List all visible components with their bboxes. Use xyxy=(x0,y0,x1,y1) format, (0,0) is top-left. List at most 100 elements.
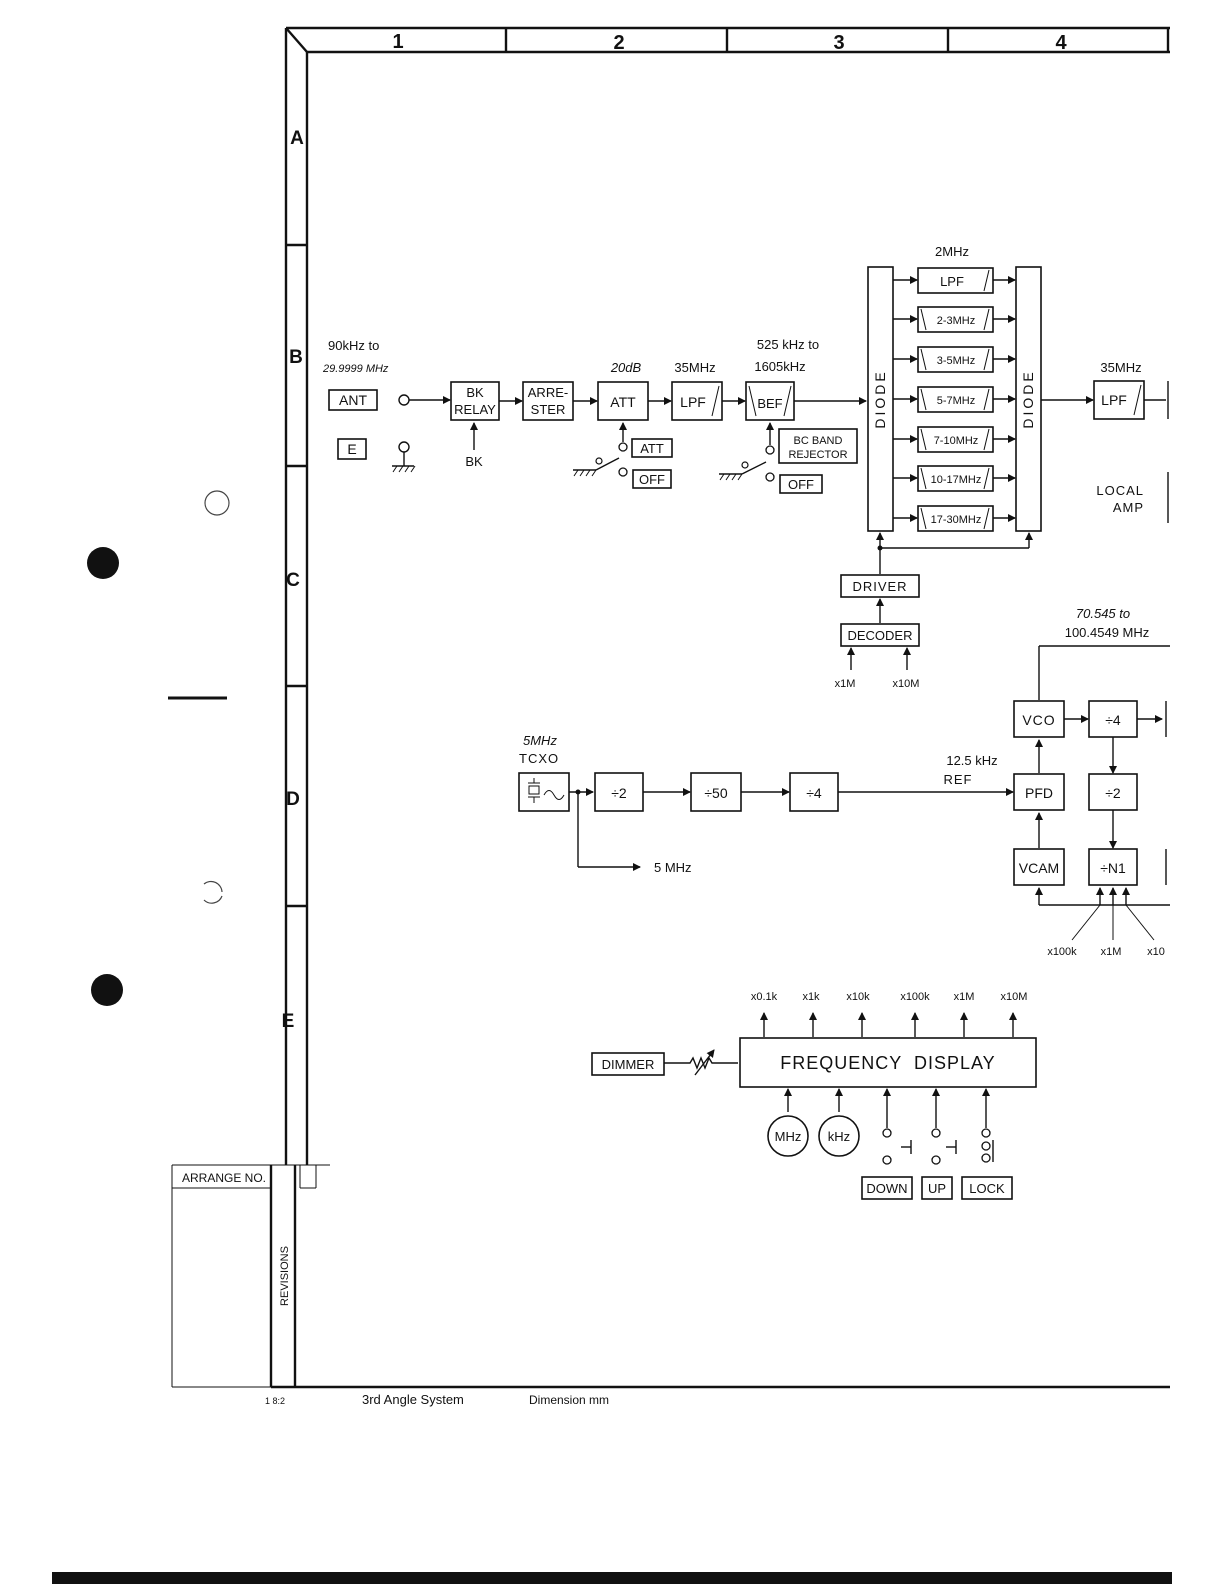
pfd-div2-label: ÷2 xyxy=(1105,785,1121,801)
decoder-label: DECODER xyxy=(847,628,912,643)
pfd-label: PFD xyxy=(1025,785,1053,801)
lock-switch-contact-top xyxy=(981,1128,991,1138)
row-label-a: A xyxy=(290,128,304,149)
lpf1-label: LPF xyxy=(680,394,706,410)
up-switch-contact-bottom xyxy=(931,1155,941,1165)
bottom-scan-edge xyxy=(52,1572,1172,1584)
div4-label: ÷4 xyxy=(806,785,822,801)
diode-right-label: DIODE xyxy=(1020,369,1036,428)
filter-3-5mhz: 3-5MHz xyxy=(893,346,1016,373)
column-label-2: 2 xyxy=(613,32,624,54)
bef-switch-off-box xyxy=(779,474,823,494)
bk-input-label: BK xyxy=(465,454,483,469)
lpf1-block xyxy=(671,381,723,421)
mhz-knob-label: MHz xyxy=(775,1129,802,1144)
decoder-input-2: x10M xyxy=(893,678,920,690)
bef-switch-on-contact xyxy=(765,445,775,455)
driver-block xyxy=(840,574,920,598)
tcxo-freq-label: 5MHz xyxy=(523,733,557,748)
e-block xyxy=(337,438,367,460)
bk-relay-label-1: BK xyxy=(466,385,484,400)
rf-input-freq-1: 90kHz to xyxy=(328,338,379,353)
filter-10-17mhz-label: 10-17MHz xyxy=(931,474,982,486)
div2-label: ÷2 xyxy=(611,785,627,801)
display-output-x1m: x1M xyxy=(954,991,975,1003)
punch-hole-filled xyxy=(87,547,119,579)
pfd-div2-block xyxy=(1088,773,1138,811)
vcam-label: VCAM xyxy=(1019,860,1059,876)
down-label: DOWN xyxy=(866,1181,907,1196)
display-output-x1k: x1k xyxy=(802,991,820,1003)
row-label-b: B xyxy=(289,347,303,368)
vco-range-label-2: 100.4549 MHz xyxy=(1065,625,1150,640)
down-switch-contact-top xyxy=(882,1128,892,1138)
column-label-4: 4 xyxy=(1055,32,1067,54)
bef-freq-label-1: 525 kHz to xyxy=(757,337,819,352)
filter-lpf-label: LPF xyxy=(940,274,964,289)
lpf2-label: LPF xyxy=(1101,392,1127,408)
att-switch-on-label: ATT xyxy=(640,441,664,456)
lpf1-freq-label: 35MHz xyxy=(674,360,715,375)
filter-3-5mhz-label: 3-5MHz xyxy=(937,355,976,367)
display-output-x10k: x10k xyxy=(846,991,870,1003)
dimmer-resistor xyxy=(664,1056,738,1070)
vcam-block xyxy=(1013,848,1065,886)
arrange-no-label: ARRANGE NO. xyxy=(182,1171,266,1185)
lock-switch-contact-mid xyxy=(981,1141,991,1151)
lock-switch-contact-bottom xyxy=(981,1153,991,1163)
crystal-icon xyxy=(528,778,540,803)
vco-range-label-1: 70.545 to xyxy=(1076,606,1130,621)
ant-block xyxy=(328,389,378,411)
footer-dimension: Dimension mm xyxy=(529,1393,609,1407)
bef-freq-label-2: 1605kHz xyxy=(754,359,805,374)
local-amp-label-1: LOCAL xyxy=(1096,483,1144,498)
att-switch-off-box xyxy=(632,469,672,489)
up-button[interactable] xyxy=(921,1176,953,1200)
pfd-block xyxy=(1013,773,1065,811)
row-label-d: D xyxy=(286,789,300,810)
ant-terminal xyxy=(398,394,410,406)
dimmer-label: DIMMER xyxy=(602,1057,655,1072)
att-block xyxy=(597,381,649,421)
divn1-label: ÷N1 xyxy=(1100,860,1126,876)
arrester-label-2: STER xyxy=(531,402,566,417)
filter-top-freq: 2MHz xyxy=(935,244,969,259)
up-label: UP xyxy=(928,1181,946,1196)
5mhz-output-label: 5 MHz xyxy=(654,860,692,875)
frequency-display-label: FREQUENCY DISPLAY xyxy=(780,1053,995,1073)
decoder-block xyxy=(840,623,920,647)
frequency-display-block xyxy=(739,1037,1037,1088)
column-label-3: 3 xyxy=(833,32,844,54)
display-output-x100k: x100k xyxy=(900,991,930,1003)
ant-label: ANT xyxy=(339,392,367,408)
vco-div4-block xyxy=(1088,700,1138,738)
rf-input-freq-2: 29.9999 MHz xyxy=(322,363,389,375)
div2-block xyxy=(594,772,644,812)
filter-5-7mhz: 5-7MHz xyxy=(893,386,1016,413)
bef-switch-off-label: OFF xyxy=(788,477,814,492)
ref-freq-label: 12.5 kHz xyxy=(946,753,997,768)
ref-label: REF xyxy=(944,772,973,787)
decoder-input-1: x1M xyxy=(835,678,856,690)
down-button[interactable] xyxy=(861,1176,913,1200)
vco-div4-label: ÷4 xyxy=(1105,712,1121,728)
tcxo-block xyxy=(518,772,570,812)
arrester-label-1: ARRE- xyxy=(528,385,568,400)
att-switch-on-box xyxy=(631,438,673,458)
diode-left-label: DIODE xyxy=(872,369,888,428)
punch-hole-empty xyxy=(204,490,230,516)
filter-5-7mhz-label: 5-7MHz xyxy=(937,395,976,407)
diode-switch-right xyxy=(1015,266,1042,532)
filter-17-30mhz: 17-30MHz xyxy=(893,505,1016,532)
bk-relay-label-2: RELAY xyxy=(454,402,496,417)
att-switch-on-contact xyxy=(618,442,628,452)
driver-label: DRIVER xyxy=(852,579,907,594)
lpf2-freq-label: 35MHz xyxy=(1100,360,1141,375)
diode-switch-left xyxy=(867,266,894,532)
lock-button[interactable] xyxy=(961,1176,1013,1200)
column-label-1: 1 xyxy=(392,31,403,53)
footer-code: 1 8:2 xyxy=(265,1396,285,1406)
dimmer-block xyxy=(591,1052,665,1076)
filter-10-17mhz: 10-17MHz xyxy=(893,465,1016,492)
